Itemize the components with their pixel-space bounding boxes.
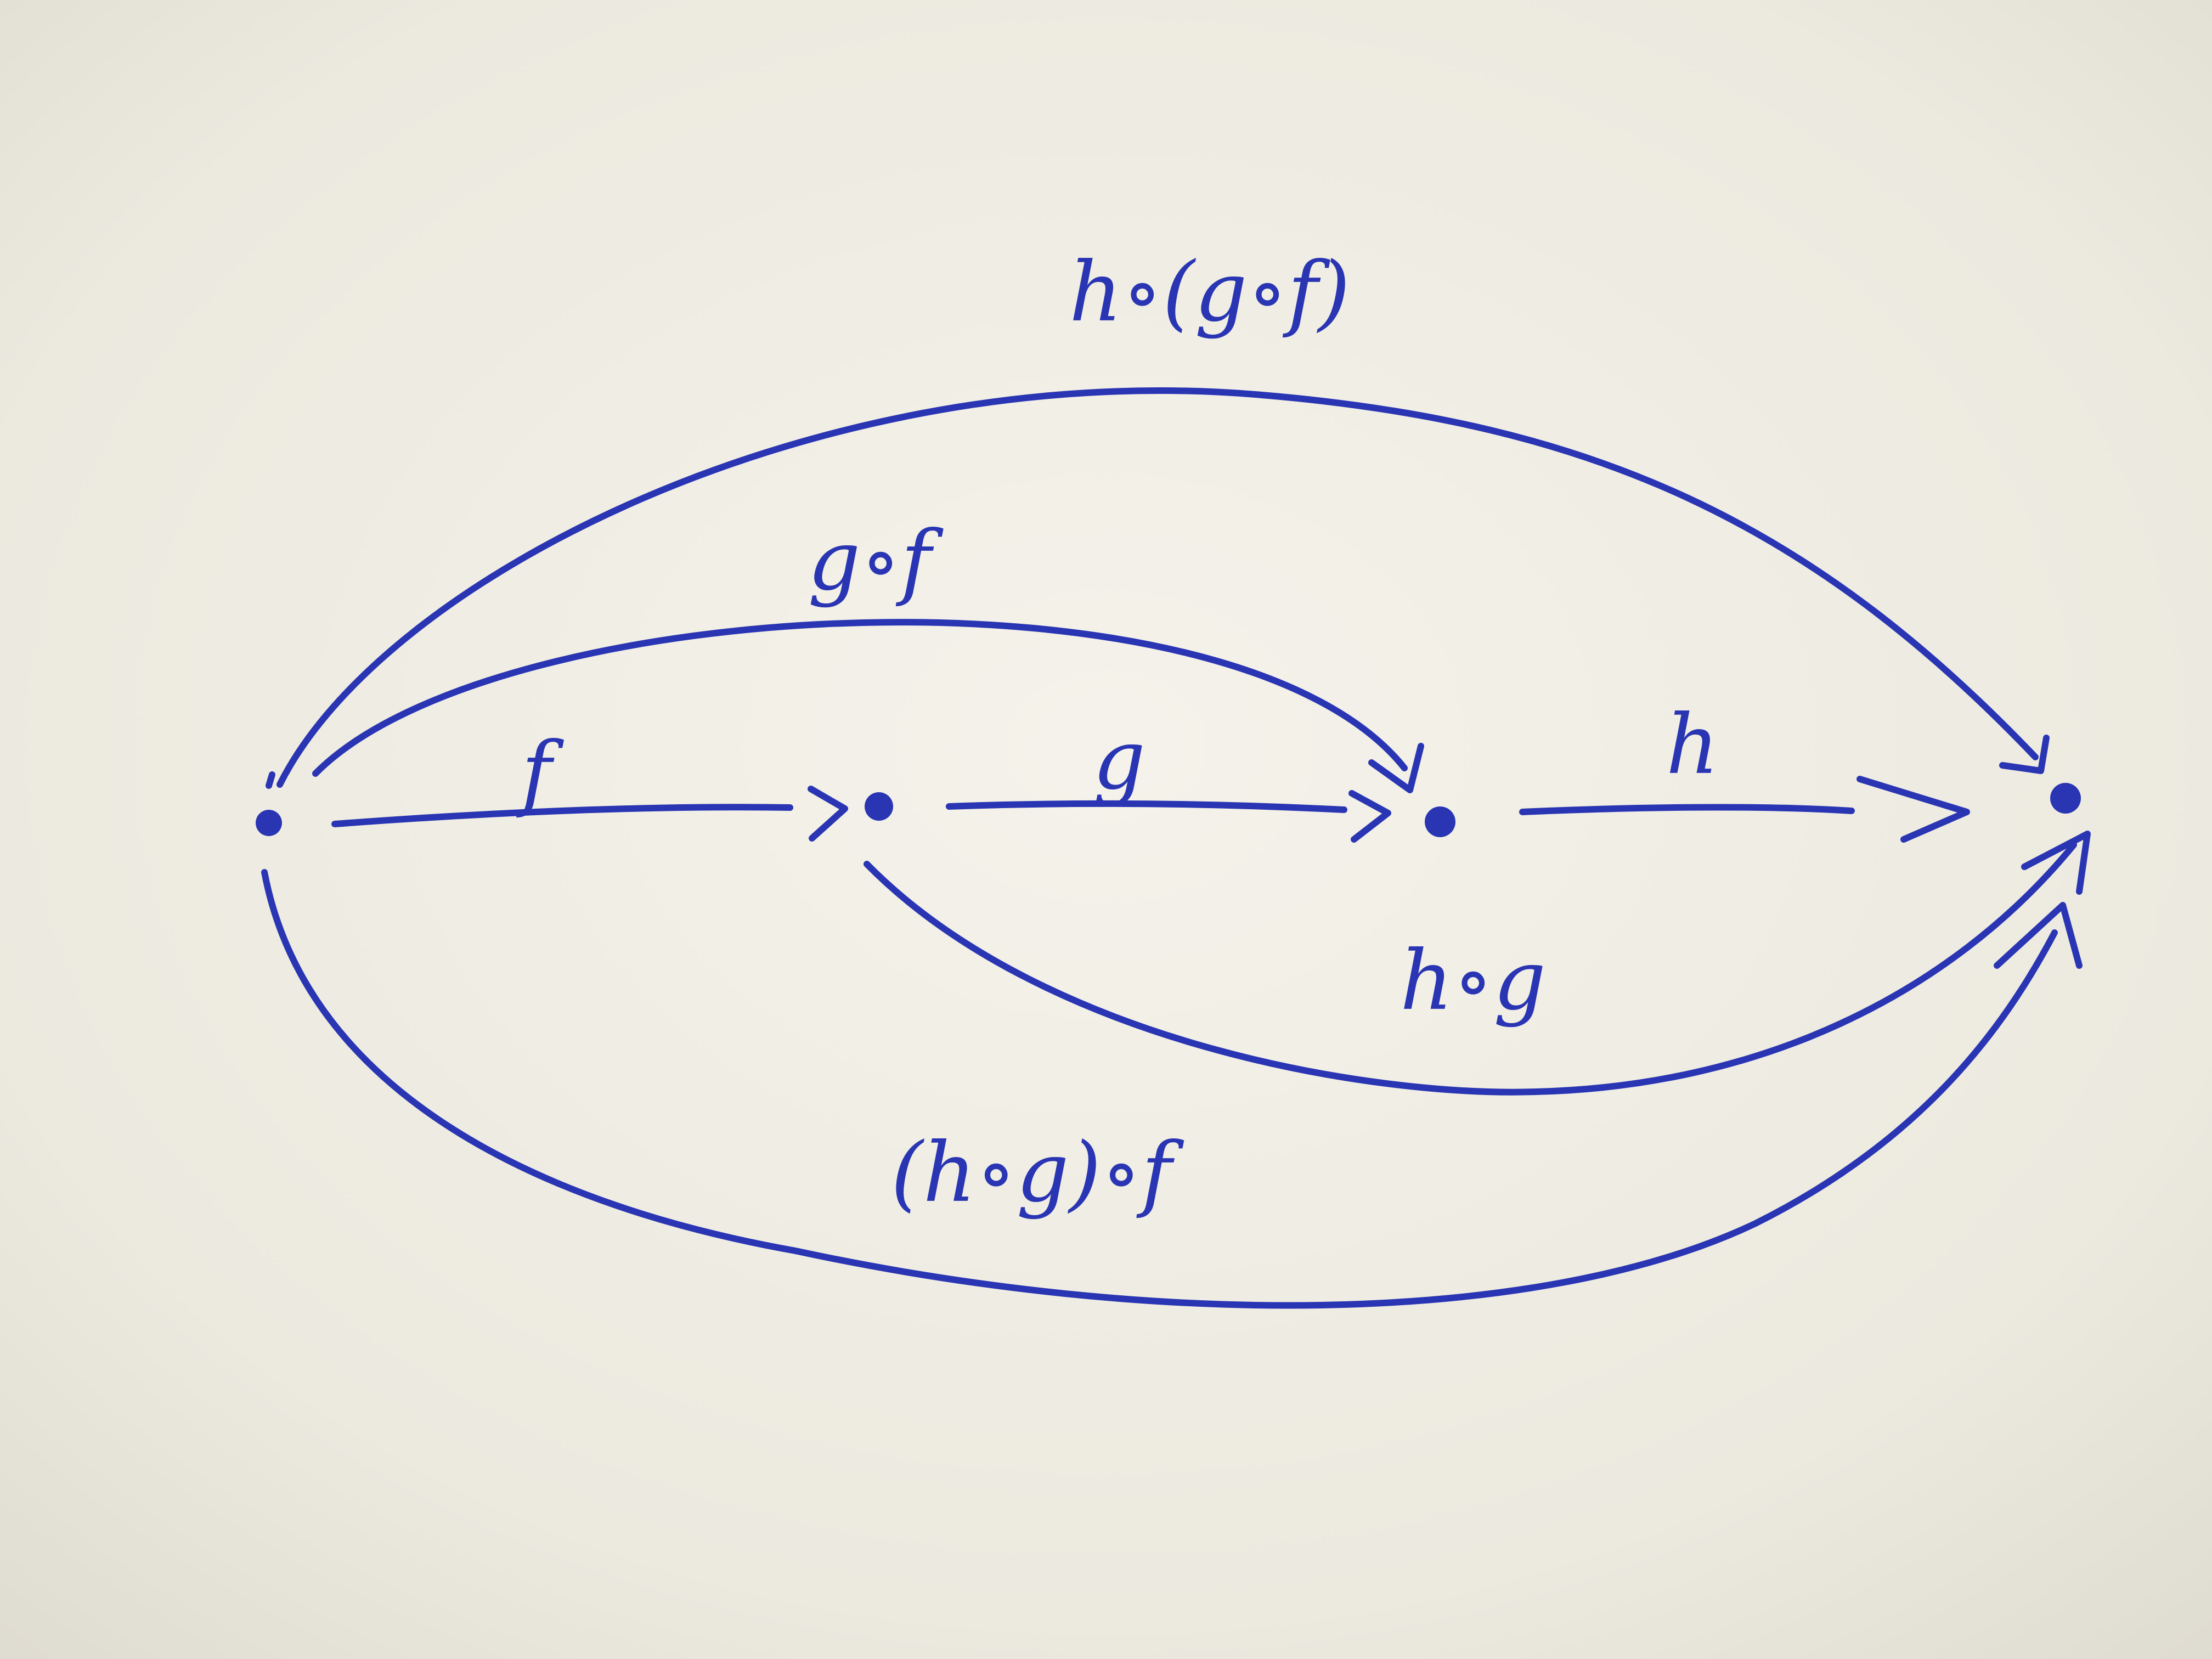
label-hog-f: (h∘g)∘f <box>891 1125 1184 1221</box>
edge-h-gof: h∘(g∘f) <box>276 245 2050 788</box>
edge-g-line <box>946 800 1347 813</box>
edge-f-line <box>331 804 793 827</box>
edge-hog-line <box>864 842 2077 1096</box>
label-h-gof: h∘(g∘f) <box>1069 245 1350 340</box>
node-n0 <box>256 810 282 836</box>
node-n0-tick <box>266 771 275 789</box>
edge-h-arrowhead <box>1857 776 1970 843</box>
edge-h-gof-arrowhead <box>1999 735 2050 774</box>
edge-hog-arrowhead <box>2021 831 2091 895</box>
edge-h-line <box>1519 804 1855 815</box>
edge-hog-f-arrowhead <box>1994 902 2083 969</box>
edge-f-arrowhead <box>808 786 848 842</box>
node-n2 <box>1425 806 1455 837</box>
edge-h-gof-line <box>276 387 2039 788</box>
edge-gof-line <box>312 619 1408 777</box>
node-n3 <box>2050 783 2081 814</box>
label-h: h <box>1666 697 1719 793</box>
edge-hog: h∘g <box>864 831 2091 1096</box>
edge-g-arrowhead <box>1348 790 1391 843</box>
edge-gof-arrowhead <box>1368 743 1424 793</box>
edge-hog-f-line <box>261 869 2058 1309</box>
label-g: g <box>1093 713 1146 808</box>
label-gof: g∘f <box>808 514 944 609</box>
label-hog: h∘g <box>1400 933 1546 1029</box>
edge-g: g <box>946 713 1391 843</box>
edge-h: h <box>1519 697 1970 843</box>
ink-layer: f g h g∘f h∘(g∘f) h∘ <box>256 245 2091 1309</box>
edge-gof: g∘f <box>312 514 1424 793</box>
node-n1 <box>865 792 893 821</box>
edge-hog-f: (h∘g)∘f <box>261 869 2083 1309</box>
